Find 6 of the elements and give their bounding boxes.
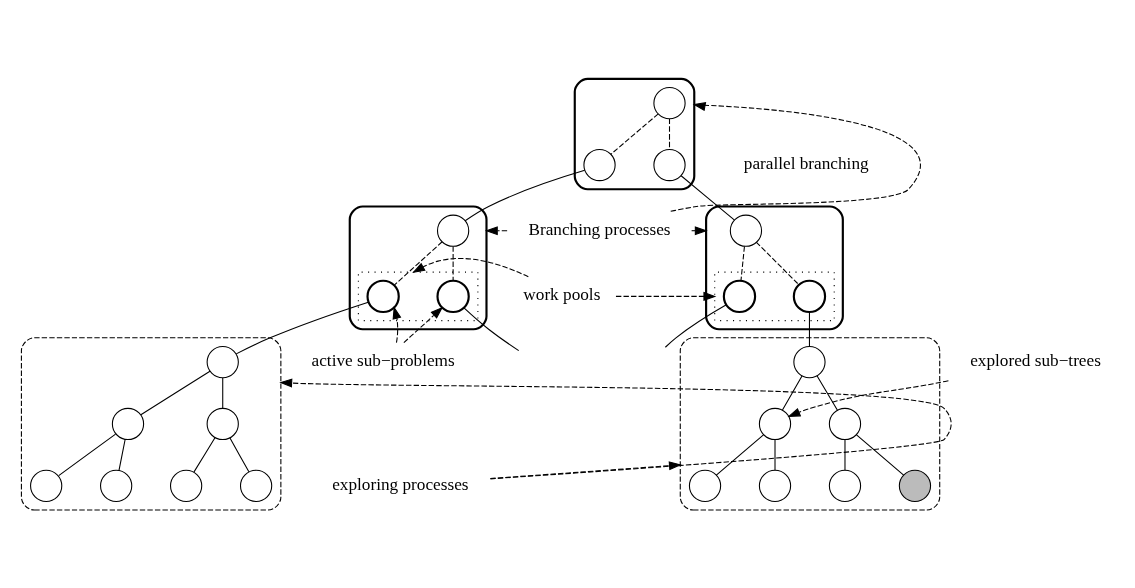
- node-text: active sub−problems: [311, 350, 455, 370]
- node-text: explored sub−trees: [970, 350, 1101, 370]
- node-text: Branching processes: [528, 219, 671, 239]
- node-text: work pools: [523, 284, 601, 304]
- node-text: exploring processes: [332, 474, 469, 494]
- label: parallel branching: [743, 153, 869, 173]
